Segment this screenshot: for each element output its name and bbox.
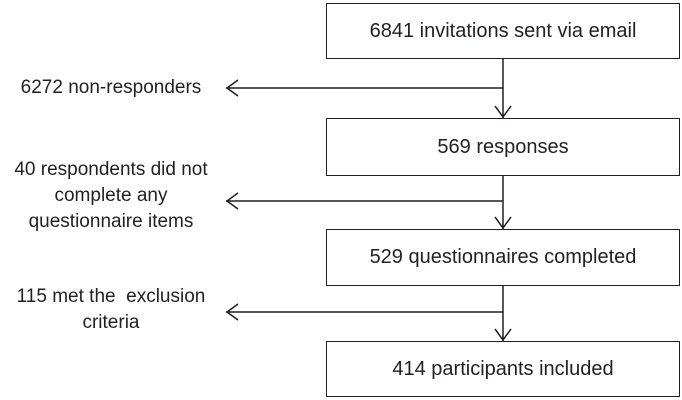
incomplete-line-1: 40 respondents did not	[14, 159, 208, 180]
arrowhead-down-3	[494, 328, 512, 342]
arrowhead-left-2	[225, 192, 239, 210]
incomplete-line-2: complete any	[54, 185, 168, 206]
responses-box: 569 responses	[326, 118, 680, 176]
incomplete-line-3: questionnaire items	[28, 211, 194, 232]
exclusion-criteria-note: 115 met the exclusion criteria	[0, 284, 222, 336]
arrowhead-left-1	[225, 79, 239, 97]
exclusion-line-2: criteria	[82, 312, 140, 333]
non-responders-line-1: 6272 non-responders	[20, 77, 202, 98]
arrowhead-down-2	[494, 216, 512, 230]
invitations-label: 6841 invitations sent via email	[369, 19, 637, 42]
included-label: 414 participants included	[392, 357, 614, 380]
incomplete-respondents-note: 40 respondents did not complete any ques…	[0, 157, 222, 235]
non-responders-note: 6272 non-responders	[6, 75, 216, 101]
included-box: 414 participants included	[326, 341, 680, 397]
exclusion-line-1: 115 met the exclusion	[16, 286, 206, 307]
responses-label: 569 responses	[437, 135, 569, 158]
completed-box: 529 questionnaires completed	[326, 229, 680, 286]
arrowhead-left-3	[225, 303, 239, 321]
invitations-box: 6841 invitations sent via email	[326, 3, 680, 59]
arrowhead-down-1	[494, 105, 512, 119]
completed-label: 529 questionnaires completed	[369, 246, 637, 268]
